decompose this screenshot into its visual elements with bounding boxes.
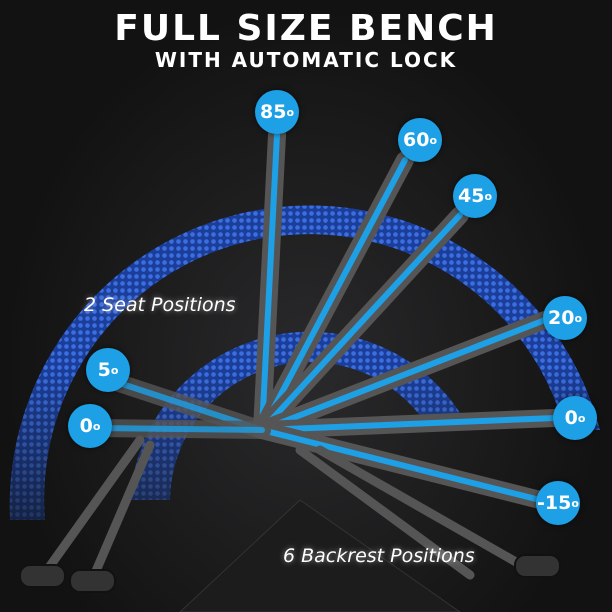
foot-pad: [514, 554, 561, 578]
backrest-positions-label: 6 Backrest Positions: [283, 545, 475, 567]
subtitle: WITH AUTOMATIC LOCK: [154, 48, 458, 72]
backrest-pad: [259, 157, 408, 433]
backrest-pad: [259, 415, 558, 433]
backrest-pad: [259, 212, 463, 433]
legs: [35, 435, 535, 590]
title: FULL SIZE BENCH: [114, 8, 498, 49]
foot-pad: [19, 564, 66, 588]
seat-pad: [92, 425, 265, 433]
seat-positions-label: 2 Seat Positions: [84, 294, 236, 316]
backrest-pad: [259, 132, 280, 433]
backrest-pad: [259, 317, 548, 433]
backrest-pad: [259, 427, 543, 503]
foot-pad: [69, 569, 116, 593]
